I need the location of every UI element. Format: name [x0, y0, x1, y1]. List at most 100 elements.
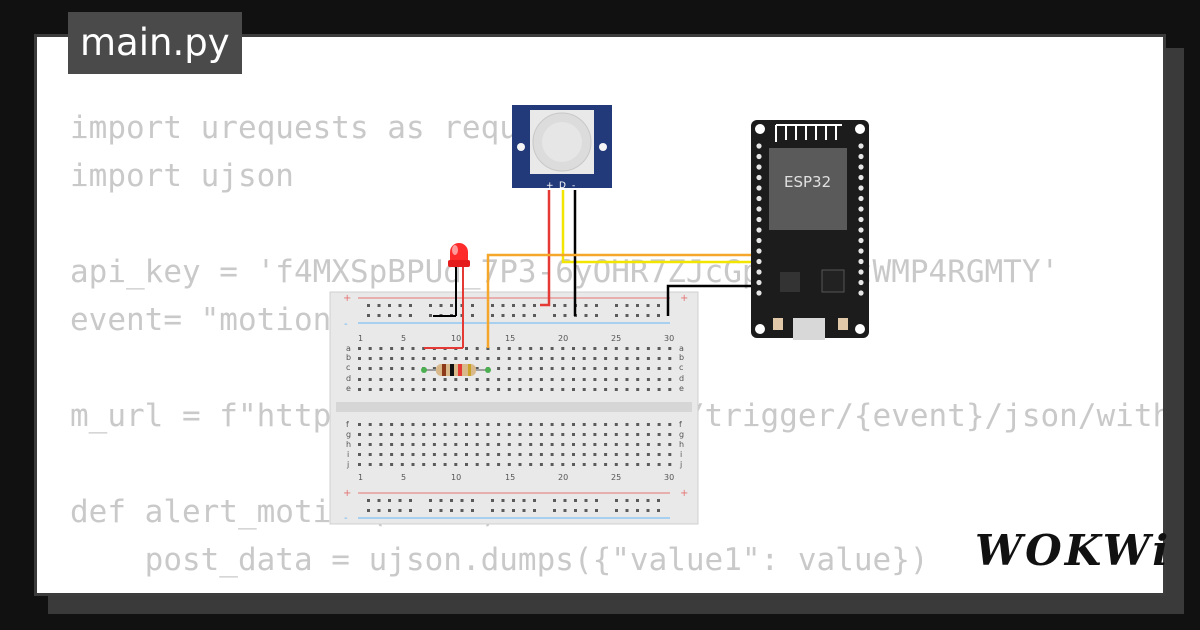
- breadboard-hole: [486, 357, 490, 360]
- resistor[interactable]: [421, 364, 491, 376]
- breadboard-hole: [593, 463, 597, 466]
- breadboard-hole: [646, 433, 650, 436]
- breadboard-hole: [518, 433, 522, 436]
- breadboard-hole: [668, 423, 672, 426]
- breadboard-hole: [614, 453, 618, 456]
- breadboard-hole: [625, 367, 629, 370]
- breadboard-hole: [625, 357, 629, 360]
- breadboard-hole: [636, 463, 640, 466]
- breadboard-hole: [593, 378, 597, 381]
- breadboard-hole: [379, 388, 383, 391]
- breadboard-hole: [625, 378, 629, 381]
- esp32-pin: [756, 248, 762, 254]
- breadboard-hole: [614, 443, 618, 446]
- breadboard-hole: [593, 443, 597, 446]
- breadboard-hole: [422, 347, 426, 350]
- breadboard-hole: [636, 357, 640, 360]
- breadboard-hole: [390, 357, 394, 360]
- breadboard-hole: [439, 499, 443, 502]
- esp32-board[interactable]: ESP32: [751, 120, 869, 340]
- breadboard-hole: [507, 443, 511, 446]
- breadboard-hole: [539, 347, 543, 350]
- breadboard-hole: [501, 304, 505, 307]
- breadboard-hole: [615, 314, 618, 317]
- breadboard-hole: [507, 463, 511, 466]
- breadboard-hole: [390, 453, 394, 456]
- breadboard-hole: [497, 453, 501, 456]
- breadboard-hole: [497, 433, 501, 436]
- breadboard-hole: [358, 367, 361, 370]
- breadboard-hole: [614, 367, 618, 370]
- breadboard-hole: [450, 304, 453, 307]
- breadboard-hole: [497, 367, 501, 370]
- breadboard-hole: [518, 388, 522, 391]
- breadboard-hole: [625, 509, 629, 512]
- esp32-pin: [858, 206, 864, 212]
- breadboard-hole: [604, 357, 608, 360]
- breadboard-hole: [553, 509, 556, 512]
- breadboard-hole: [486, 378, 490, 381]
- breadboard-hole: [604, 463, 608, 466]
- breadboard-hole: [443, 443, 447, 446]
- breadboard-hole: [379, 367, 383, 370]
- breadboard-hole: [582, 463, 586, 466]
- breadboard-hole: [518, 423, 522, 426]
- breadboard-hole: [561, 423, 565, 426]
- breadboard-hole: [497, 443, 501, 446]
- rail-plus-label-bottom: +: [343, 488, 351, 499]
- col-label: 1: [358, 473, 363, 482]
- breadboard-hole: [497, 347, 501, 350]
- breadboard-hole: [646, 509, 650, 512]
- breadboard-hole: [475, 453, 479, 456]
- breadboard-hole: [572, 367, 575, 370]
- breadboard[interactable]: + - + + - + 1 5 10 15 20 25 30 1 5 10 15…: [329, 291, 699, 525]
- breadboard-hole: [593, 347, 597, 350]
- breadboard-hole: [582, 433, 586, 436]
- breadboard-hole: [507, 388, 511, 391]
- led[interactable]: [448, 243, 470, 348]
- breadboard-hole: [668, 463, 672, 466]
- esp32-pin: [858, 258, 864, 265]
- breadboard-hole: [471, 499, 474, 502]
- breadboard-hole: [614, 347, 618, 350]
- breadboard-hole: [582, 443, 586, 446]
- breadboard-hole: [553, 499, 556, 502]
- breadboard-hole: [657, 304, 660, 307]
- breadboard-hole: [604, 388, 608, 391]
- breadboard-hole: [582, 347, 586, 350]
- breadboard-hole: [614, 378, 618, 381]
- breadboard-hole: [604, 378, 608, 381]
- breadboard-hole: [646, 453, 650, 456]
- breadboard-hole: [550, 423, 554, 426]
- breadboard-hole: [625, 314, 629, 317]
- breadboard-hole: [561, 357, 565, 360]
- breadboard-hole: [432, 423, 436, 426]
- row-label: g: [679, 430, 684, 439]
- breadboard-hole: [367, 509, 370, 512]
- breadboard-hole: [646, 314, 650, 317]
- code-line: post_data = ujson.dumps({"value1": value…: [70, 542, 929, 578]
- breadboard-hole: [533, 499, 536, 502]
- pir-sensor[interactable]: + D -: [512, 105, 612, 191]
- breadboard-hole: [614, 463, 618, 466]
- breadboard-hole: [432, 463, 436, 466]
- breadboard-hole: [539, 433, 543, 436]
- breadboard-hole: [657, 347, 661, 350]
- esp32-pin: [858, 237, 864, 244]
- esp32-pin: [858, 269, 864, 275]
- breadboard-hole: [553, 314, 556, 317]
- breadboard-hole: [398, 314, 402, 317]
- column-labels-top: 1 5 10 15 20 25 30: [358, 334, 674, 343]
- breadboard-hole: [539, 388, 543, 391]
- breadboard-hole: [422, 423, 426, 426]
- breadboard-hole: [595, 314, 598, 317]
- file-tab[interactable]: main.py: [68, 12, 242, 74]
- code-line: import ujson: [70, 158, 294, 194]
- breadboard-hole: [358, 443, 361, 446]
- breadboard-hole: [368, 453, 372, 456]
- breadboard-hole: [550, 378, 554, 381]
- esp32-pin: [756, 206, 762, 212]
- breadboard-hole: [422, 378, 426, 381]
- breadboard-hole: [572, 463, 575, 466]
- breadboard-hole: [561, 388, 565, 391]
